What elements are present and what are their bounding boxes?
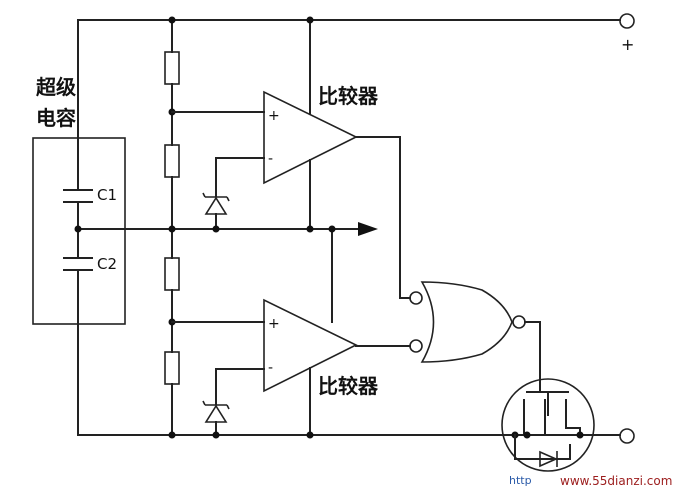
watermark-prefix: http: [509, 474, 532, 487]
zener-diode-top: [204, 196, 228, 215]
junction-dot: [576, 431, 584, 439]
terminal-positive: [619, 13, 635, 29]
junction-dot: [212, 431, 220, 439]
resistor-r1: [164, 51, 180, 85]
junction-dot: [328, 225, 336, 233]
terminal-plus-label: +: [621, 35, 634, 54]
junction-dot: [168, 431, 176, 439]
resistor-r3: [164, 257, 180, 291]
watermark-site: www.55dianzi.com: [560, 474, 672, 488]
capacitor-c1-label: C1: [97, 186, 117, 204]
capacitor-c2-label: C2: [97, 255, 117, 273]
resistor-r2: [164, 144, 180, 178]
mosfet-channel: [523, 399, 567, 411]
nor-output-wire: [524, 321, 541, 393]
mosfet-circle: [501, 378, 595, 472]
mosfet-gate: [526, 391, 569, 416]
junction-dot: [523, 431, 531, 439]
zener-diode-bottom-bar: [202, 400, 230, 410]
comparator-top-plus: +: [268, 108, 280, 124]
midpoint-arrow: [358, 222, 378, 236]
comparator-bottom-plus: +: [268, 316, 280, 332]
junction-dot: [74, 225, 82, 233]
nor-input-bubble-bottom: [409, 339, 423, 353]
zener-diode-bottom: [204, 404, 228, 423]
nor-input-bubble-top: [409, 291, 423, 305]
junction-dot: [168, 16, 176, 24]
junction-dot: [306, 225, 314, 233]
supercap-label-line2: 电容: [36, 106, 76, 130]
comparator-top-minus: -: [268, 151, 273, 167]
resistor-r4: [164, 351, 180, 385]
junction-dot: [168, 225, 176, 233]
junction-dot: [306, 16, 314, 24]
comparator-top-output-wire: [355, 136, 411, 299]
supercap-label-line1: 超级: [35, 75, 76, 99]
zener-diode-top-bar: [202, 192, 230, 202]
junction-dot: [212, 225, 220, 233]
comparator-top-label: 比较器: [318, 84, 379, 108]
nor-gate: [420, 281, 513, 363]
mosfet-body-diode-wire: [514, 434, 571, 460]
mosfet-leads: [523, 409, 581, 436]
junction-dot: [306, 431, 314, 439]
comparator-bottom-minus: -: [268, 360, 273, 376]
nor-output-bubble: [512, 315, 526, 329]
comparator-bottom-label: 比较器: [318, 374, 379, 398]
mosfet-body-diode: [539, 450, 558, 468]
terminal-negative: [619, 428, 635, 444]
